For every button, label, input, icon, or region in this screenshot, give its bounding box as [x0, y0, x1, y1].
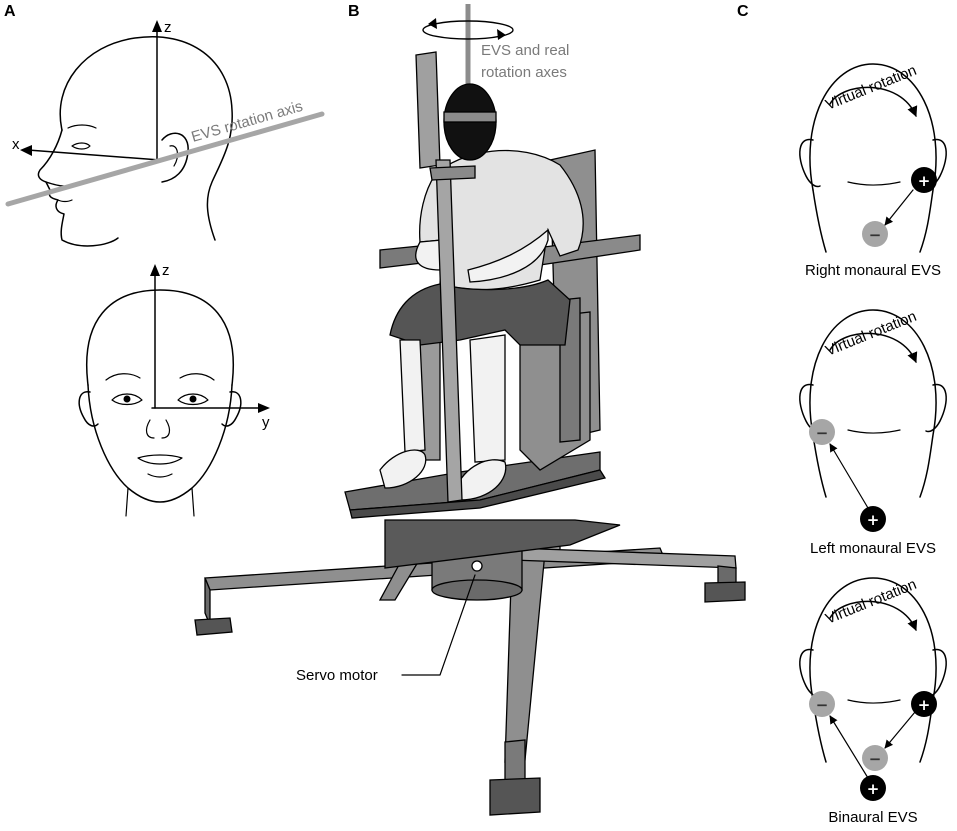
anode-electrode-nape-icon-b: [860, 775, 886, 801]
virtual-rotation-text-1: Virtual rotation: [823, 62, 919, 114]
caption-left-monaural: Left monaural EVS: [810, 540, 936, 557]
head-right-monaural: Virtual rotation + − Right monaural EVS: [799, 62, 947, 279]
cathode-electrode-left-icon-b: [809, 691, 835, 717]
anode-sign-3b: +: [867, 780, 880, 798]
rotation-arrow-icon: [422, 20, 514, 40]
y-arrowhead-icon: [258, 403, 270, 413]
panel-c-letter: C: [737, 3, 749, 20]
anode-sign-1: +: [918, 172, 931, 190]
caption-right-monaural: Right monaural EVS: [805, 262, 941, 279]
y-label: y: [262, 414, 270, 431]
head-frontal-drawing: [78, 289, 242, 517]
cathode-electrode-mastoid-icon: [862, 221, 888, 247]
head-profile-drawing: [37, 36, 233, 247]
virtual-rotation-text-3: Virtual rotation: [823, 576, 919, 628]
anode-electrode-right-icon: [911, 167, 937, 193]
virtual-rotation-text-2: Virtual rotation: [823, 308, 919, 360]
panel-c: C Virtual rotation + − Right monaural EV…: [737, 3, 947, 826]
z-arrowhead-bottom-icon: [150, 264, 160, 276]
cathode-electrode-left-icon: [809, 419, 835, 445]
head-left-monaural: Virtual rotation − + Left monaural EVS: [799, 308, 947, 557]
x-arrowhead-icon: [20, 145, 32, 156]
panel-a: A z x EVS rotation axis: [4, 3, 325, 517]
cathode-sign-3b: −: [869, 750, 882, 768]
rotation-axes-label-1: EVS and real: [481, 42, 569, 59]
z-label-top: z: [164, 19, 172, 36]
rotation-axes-label-2: rotation axes: [481, 64, 567, 81]
panel-b-letter: B: [348, 3, 360, 20]
anode-electrode-nape-icon: [860, 506, 886, 532]
evs-rotation-axis-line: [5, 111, 325, 207]
subject-person-drawing: [379, 83, 584, 501]
x-axis: [27, 149, 161, 161]
head-binaural: Virtual rotation − + − + Binaural EVS: [799, 576, 947, 826]
panel-b: B EVS and real rotation axes: [194, 3, 746, 816]
base-frame-drawing: [194, 542, 746, 816]
panel-a-letter: A: [4, 3, 16, 20]
z-arrowhead-top-icon: [152, 20, 162, 32]
head-rest-post-drawing: [415, 51, 476, 503]
caption-binaural: Binaural EVS: [828, 809, 917, 826]
z-label-bottom: z: [162, 262, 170, 279]
servo-leader-line: [401, 574, 476, 676]
servo-motor-label: Servo motor: [296, 667, 378, 684]
anode-sign-3a: +: [918, 696, 931, 714]
cathode-electrode-mastoid-icon-b: [862, 745, 888, 771]
anode-electrode-right-icon-b: [911, 691, 937, 717]
x-label: x: [12, 136, 20, 153]
cathode-sign-1: −: [869, 226, 882, 244]
anode-sign-2: +: [867, 511, 880, 529]
cathode-sign-2: −: [816, 424, 829, 442]
cathode-sign-3a: −: [816, 696, 829, 714]
